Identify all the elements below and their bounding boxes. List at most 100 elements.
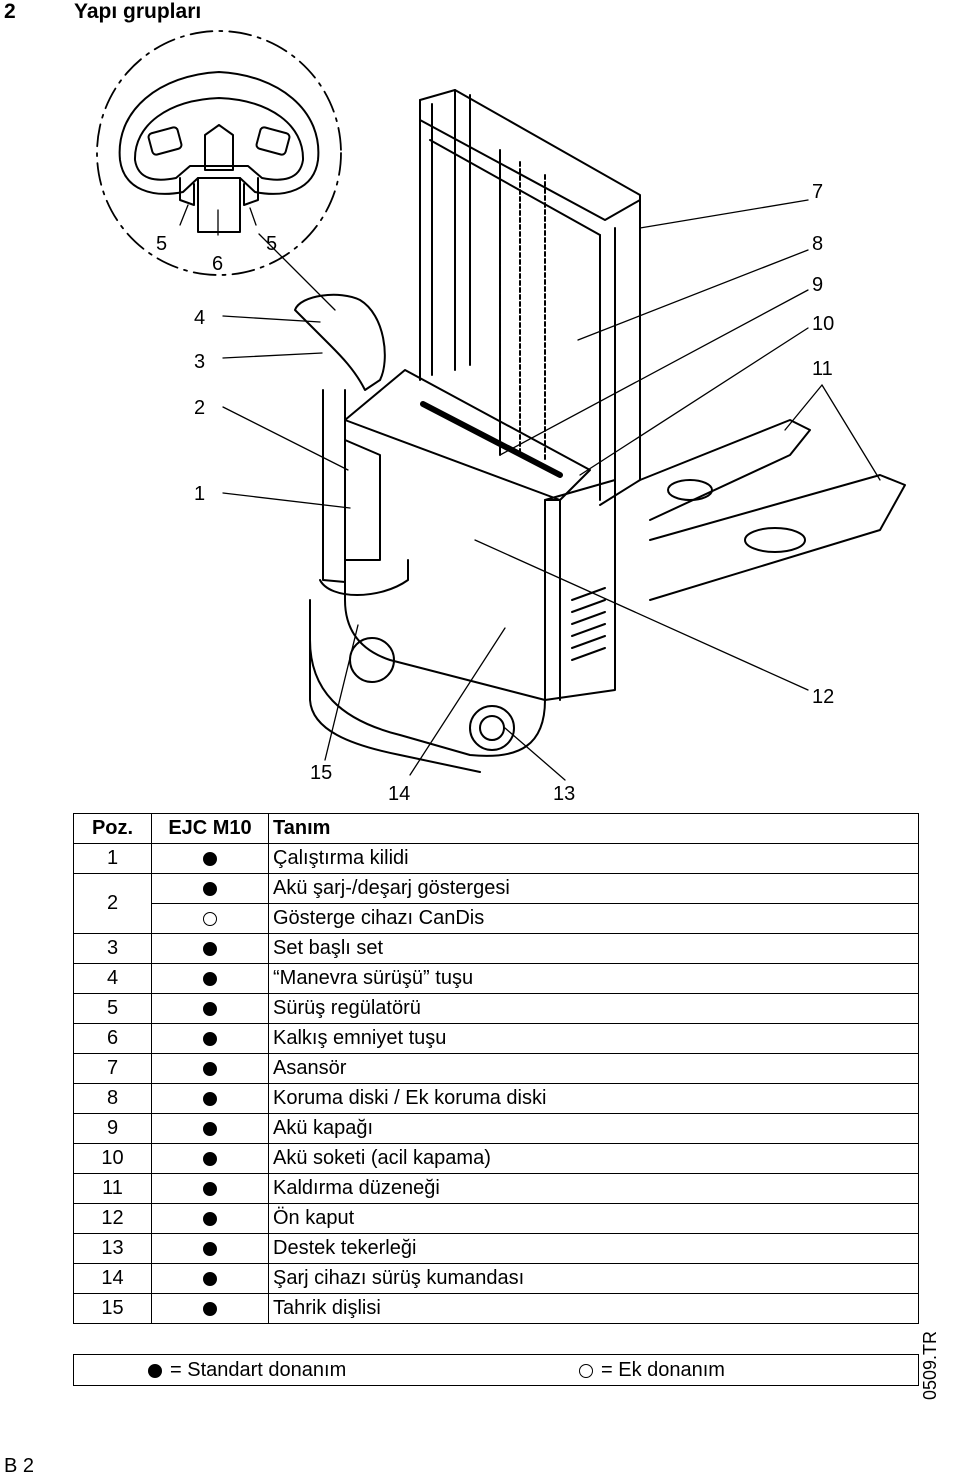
cell-equipment bbox=[151, 1173, 269, 1204]
cell-equipment bbox=[151, 903, 269, 934]
standard-equipment-dot-icon bbox=[203, 1211, 217, 1226]
cell-poz: 12 bbox=[73, 1203, 152, 1234]
cell-desc: Akü soketi (acil kapama) bbox=[268, 1143, 919, 1174]
equipment-legend: = Standart donanım = Ek donanım bbox=[73, 1354, 919, 1386]
standard-equipment-dot-icon bbox=[203, 1301, 217, 1316]
table-row: 12 Ön kaput bbox=[73, 1203, 919, 1234]
legend-standard-label: = Standart donanım bbox=[170, 1359, 347, 1381]
standard-equipment-dot-icon bbox=[148, 1363, 162, 1378]
parts-table: Poz. EJC M10 Tanım 1 Çalıştırma kilidi 2… bbox=[73, 813, 919, 1324]
table-row: 14 Şarj cihazı sürüş kumandası bbox=[73, 1263, 919, 1294]
truck-body bbox=[309, 369, 616, 773]
table-row: 15 Tahrik dişlisi bbox=[73, 1293, 919, 1324]
standard-equipment-dot-icon bbox=[203, 1271, 217, 1286]
cell-poz: 1 bbox=[73, 843, 152, 874]
leader-lines bbox=[179, 199, 881, 781]
standard-equipment-dot-icon bbox=[203, 1031, 217, 1046]
cell-equipment bbox=[151, 1233, 269, 1264]
table-row: 10 Akü soketi (acil kapama) bbox=[73, 1143, 919, 1174]
cell-equipment bbox=[151, 993, 269, 1024]
cell-poz: 4 bbox=[73, 963, 152, 994]
callout-11: 11 bbox=[812, 358, 833, 380]
pallet-stacker-illustration: 1 2 3 4 5 5 6 7 8 9 10 11 12 13 14 15 bbox=[96, 30, 906, 805]
cell-desc: Çalıştırma kilidi bbox=[268, 843, 919, 874]
standard-equipment-dot-icon bbox=[203, 971, 217, 986]
cell-desc: Akü kapağı bbox=[268, 1113, 919, 1144]
standard-equipment-dot-icon bbox=[203, 881, 217, 896]
cell-desc: Ön kaput bbox=[268, 1203, 919, 1234]
callout-13: 13 bbox=[553, 783, 575, 805]
table-row: 11 Kaldırma düzeneği bbox=[73, 1173, 919, 1204]
cell-equipment bbox=[151, 963, 269, 994]
cell-poz: 13 bbox=[73, 1233, 152, 1264]
cell-poz: 11 bbox=[73, 1173, 152, 1204]
table-row: 9 Akü kapağı bbox=[73, 1113, 919, 1144]
standard-equipment-dot-icon bbox=[203, 1001, 217, 1016]
detail-circle bbox=[96, 30, 342, 276]
header-desc: Tanım bbox=[268, 813, 919, 844]
standard-equipment-dot-icon bbox=[203, 1151, 217, 1166]
table-row: 7 Asansör bbox=[73, 1053, 919, 1084]
standard-equipment-dot-icon bbox=[203, 1121, 217, 1136]
cell-desc: Set başlı set bbox=[268, 933, 919, 964]
table-row: 5 Sürüş regülatörü bbox=[73, 993, 919, 1024]
cell-poz: 9 bbox=[73, 1113, 152, 1144]
cell-equipment bbox=[151, 1023, 269, 1054]
callout-4: 4 bbox=[194, 307, 205, 329]
header-model: EJC M10 bbox=[151, 813, 269, 844]
document-code: 0509.TR bbox=[920, 1330, 940, 1400]
cell-poz: 14 bbox=[73, 1263, 152, 1294]
callout-14: 14 bbox=[388, 783, 410, 805]
mast bbox=[419, 89, 641, 506]
cell-poz: 8 bbox=[73, 1083, 152, 1114]
table-row: 6 Kalkış emniyet tuşu bbox=[73, 1023, 919, 1054]
table-row: 1 Çalıştırma kilidi bbox=[73, 843, 919, 874]
cell-equipment bbox=[151, 1203, 269, 1234]
cell-poz: 15 bbox=[73, 1293, 152, 1324]
cell-desc: Kaldırma düzeneği bbox=[268, 1173, 919, 1204]
cell-desc: Akü şarj-/deşarj göstergesi bbox=[268, 873, 919, 904]
callout-8: 8 bbox=[812, 233, 823, 255]
callout-1: 1 bbox=[194, 483, 205, 505]
table-row: 3 Set başlı set bbox=[73, 933, 919, 964]
callout-5-left: 5 bbox=[156, 233, 167, 255]
callout-3: 3 bbox=[194, 351, 205, 373]
cell-poz: 5 bbox=[73, 993, 152, 1024]
cell-desc: Sürüş regülatörü bbox=[268, 993, 919, 1024]
table-row: 13 Destek tekerleği bbox=[73, 1233, 919, 1264]
tiller-head-detail bbox=[118, 71, 320, 233]
tiller-arm bbox=[294, 293, 409, 596]
cell-poz: 10 bbox=[73, 1143, 152, 1174]
page-number: B 2 bbox=[4, 1455, 35, 1477]
cell-desc: Asansör bbox=[268, 1053, 919, 1084]
cell-equipment bbox=[151, 1083, 269, 1114]
cell-equipment bbox=[151, 1263, 269, 1294]
standard-equipment-dot-icon bbox=[203, 941, 217, 956]
callout-2: 2 bbox=[194, 397, 205, 419]
table-row: 8 Koruma diski / Ek koruma diski bbox=[73, 1083, 919, 1114]
table-header-row: Poz. EJC M10 Tanım bbox=[73, 813, 919, 844]
cell-equipment bbox=[151, 843, 269, 874]
header-poz: Poz. bbox=[73, 813, 152, 844]
cell-poz: 3 bbox=[73, 933, 152, 964]
cell-equipment bbox=[151, 1053, 269, 1084]
vent-slots bbox=[571, 587, 606, 661]
legend-optional: = Ek donanım bbox=[579, 1357, 725, 1383]
standard-equipment-dot-icon bbox=[203, 1091, 217, 1106]
callout-7: 7 bbox=[812, 181, 823, 203]
cell-desc: Tahrik dişlisi bbox=[268, 1293, 919, 1324]
legend-optional-label: = Ek donanım bbox=[601, 1359, 725, 1381]
callout-12: 12 bbox=[812, 686, 834, 708]
cell-poz: 2 bbox=[73, 873, 152, 934]
optional-equipment-dot-icon bbox=[579, 1363, 593, 1378]
standard-equipment-dot-icon bbox=[203, 851, 217, 866]
table-row: 2 Akü şarj-/deşarj göstergesi bbox=[73, 873, 919, 934]
callout-6: 6 bbox=[212, 253, 223, 275]
section-number: 2 bbox=[4, 0, 16, 23]
cell-desc: Gösterge cihazı CanDis bbox=[268, 903, 919, 934]
cell-desc: Koruma diski / Ek koruma diski bbox=[268, 1083, 919, 1114]
cell-poz: 7 bbox=[73, 1053, 152, 1084]
standard-equipment-dot-icon bbox=[203, 1061, 217, 1076]
cell-desc: Şarj cihazı sürüş kumandası bbox=[268, 1263, 919, 1294]
table-row: Gösterge cihazı CanDis bbox=[74, 903, 919, 934]
